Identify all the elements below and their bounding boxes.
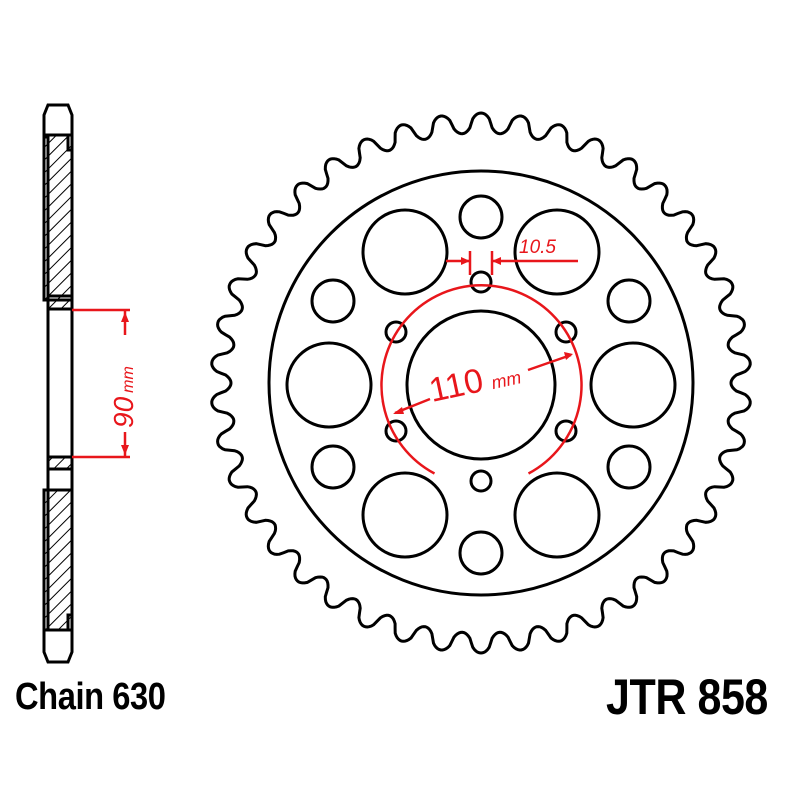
hatch-top	[42, 133, 74, 302]
hatch-bottom	[42, 488, 74, 632]
hatch-lower-ring	[46, 455, 74, 471]
center-bore	[405, 309, 557, 461]
hatch-upper-ring	[46, 294, 74, 311]
lightening-hole-small	[458, 530, 504, 576]
lightening-hole-small	[606, 278, 652, 324]
lightening-hole-small	[606, 444, 652, 490]
lightening-hole-small	[310, 278, 356, 324]
pcd-arc	[380, 283, 583, 475]
lightening-hole-small	[458, 194, 504, 240]
lightening-hole-large	[513, 208, 601, 296]
lightening-hole-small	[310, 444, 356, 490]
bolt-hole	[469, 469, 493, 493]
sprocket-teeth-outline	[210, 111, 752, 655]
chain-size-label: Chain 630	[15, 676, 166, 718]
inner-ring	[267, 169, 695, 597]
dimension-90mm	[72, 308, 130, 459]
lightening-hole-large	[285, 341, 373, 429]
sprocket-front-view	[210, 111, 752, 655]
bore-gap	[46, 307, 74, 459]
lightening-hole-large	[361, 208, 449, 296]
bolt-hole	[384, 419, 408, 443]
bolt-hole	[469, 270, 493, 294]
lightening-hole-large	[361, 471, 449, 559]
bolt-hole	[384, 320, 408, 344]
dimension-110mm	[380, 283, 583, 475]
bolt-hole	[554, 320, 578, 344]
dimension-10-5-label: 10.5	[519, 237, 556, 258]
dimension-10-5	[446, 251, 578, 275]
lightening-hole-large	[513, 471, 601, 559]
side-view	[42, 103, 74, 664]
dimension-90mm-label: 90mm	[108, 366, 139, 428]
part-number-label: JTR 858	[606, 669, 768, 725]
lightening-hole-large	[589, 341, 677, 429]
